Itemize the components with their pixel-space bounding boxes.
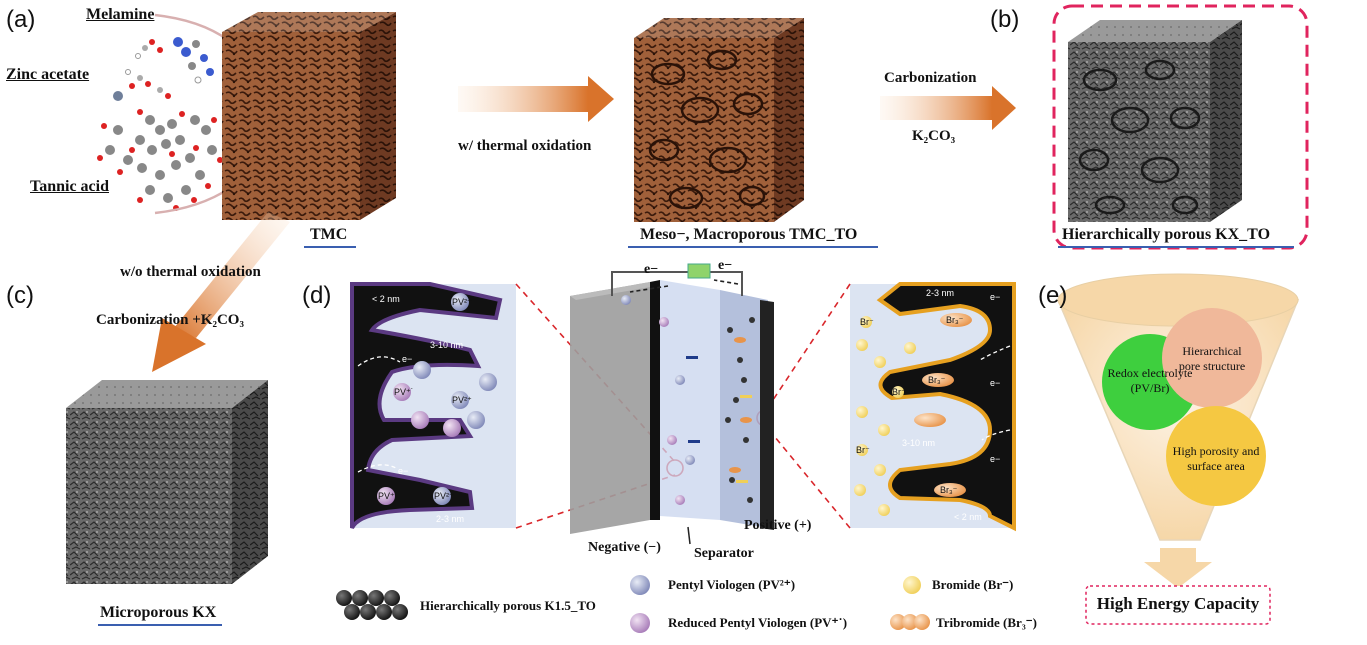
tannic-acid-molecules-icon xyxy=(97,109,223,211)
carbonization-k2co3-label: Carbonization +K₂CO₃ xyxy=(96,312,244,328)
redox-circle-label: Redox electrolyte (PV/Br) xyxy=(1107,366,1193,395)
melamine-molecules-icon xyxy=(135,37,214,84)
left-pvr-2: PV⁺˙ xyxy=(378,491,398,501)
carbonization-label-a: Carbonization xyxy=(884,70,977,86)
legend-pv2: Pentyl Viologen (PV²⁺) xyxy=(668,577,796,592)
legend-hierarchical: Hierarchically porous K1.5_TO xyxy=(420,598,596,613)
cell-electron-left: e− xyxy=(644,262,659,277)
kx-label: Microporous KX xyxy=(100,604,217,621)
left-inset-molecules xyxy=(377,293,497,505)
porosity-circle-label: High porosity and surface area xyxy=(1172,444,1260,473)
melamine-label: Melamine xyxy=(86,6,155,23)
zinc-acetate-molecules-icon xyxy=(113,69,171,101)
k2co3-label-a: K₂CO₃ xyxy=(912,128,956,144)
legend-tribromide: Tribromide (Br₃⁻) xyxy=(936,615,1037,630)
pore-circle xyxy=(1162,308,1262,408)
high-energy-capacity-label: High Energy Capacity xyxy=(1096,594,1260,613)
panel-label-e: (e) xyxy=(1038,282,1068,309)
right-inset-molecules xyxy=(854,313,972,516)
thermal-oxidation-arrow xyxy=(458,76,614,122)
panel-label-a: (a) xyxy=(6,6,36,33)
right-electron-3: e− xyxy=(990,454,1001,464)
right-electron-1: e− xyxy=(990,292,1001,302)
cell-diagram xyxy=(570,263,774,545)
left-pore-lt2: < 2 nm xyxy=(372,294,400,304)
no-oxidation-arrow xyxy=(152,212,290,372)
pv2-legend-icon xyxy=(630,575,650,595)
pore-circle-label: Hierarchical pore structure xyxy=(1178,344,1246,373)
left-pvr-1: PV⁺˙ xyxy=(394,387,414,397)
no-oxidation-label: w/o thermal oxidation xyxy=(120,264,261,280)
kx-cube xyxy=(66,380,268,584)
porosity-circle xyxy=(1166,406,1266,506)
tmc-cube xyxy=(222,12,396,220)
right-br-1: Br⁻ xyxy=(860,317,874,327)
right-electron-2: e− xyxy=(990,378,1001,388)
panel-label-d: (d) xyxy=(302,282,332,309)
tmc-label: TMC xyxy=(310,226,348,243)
right-br3-2: Br₃⁻ xyxy=(928,375,946,385)
right-pore-3-10: 3-10 nm xyxy=(902,438,936,448)
right-pore-2-3: 2-3 nm xyxy=(926,288,955,298)
left-electron-2: e− xyxy=(398,466,409,476)
left-pv2-1: PV²⁺ xyxy=(452,297,472,307)
left-electron-1: e− xyxy=(402,354,413,364)
right-br3-3: Br₃⁻ xyxy=(940,485,958,495)
positive-electrode-label: Positive (+) xyxy=(744,518,812,533)
tribromide-legend-icon xyxy=(890,614,930,630)
legend-pvr: Reduced Pentyl Viologen (PV⁺˙) xyxy=(668,615,848,630)
tmc-to-cube xyxy=(634,18,804,222)
separator-label: Separator xyxy=(694,546,754,561)
kx-to-highlight-frame xyxy=(1052,4,1309,250)
left-pore-3-10: 3-10 nm xyxy=(430,340,464,350)
right-br3-1: Br₃⁻ xyxy=(946,315,964,325)
thermal-oxidation-label: w/ thermal oxidation xyxy=(458,138,592,154)
carbon-balls-legend-icon xyxy=(336,590,408,620)
right-pore-lt2: < 2 nm xyxy=(954,512,982,522)
kx-to-label: Hierarchically porous KX_TO xyxy=(1062,226,1271,243)
right-br-3: Br⁻ xyxy=(856,445,870,455)
down-arrow-icon xyxy=(1144,548,1212,588)
negative-electrode-label: Negative (−) xyxy=(588,540,661,555)
kx-to-cube xyxy=(1068,20,1242,222)
right-br-2: Br⁻ xyxy=(892,387,906,397)
bromide-legend-icon xyxy=(903,576,921,594)
left-pore-2-3: 2-3 nm xyxy=(436,514,465,524)
left-pv2-2: PV²⁺ xyxy=(452,395,472,405)
tannic-acid-label: Tannic acid xyxy=(30,178,109,195)
result-box xyxy=(1085,585,1271,625)
panel-label-b: (b) xyxy=(990,6,1020,33)
legend-bromide: Bromide (Br⁻) xyxy=(932,577,1014,592)
left-inset-pores xyxy=(350,282,503,530)
pvr-legend-icon xyxy=(630,613,650,633)
zinc-acetate-label: Zinc acetate xyxy=(6,66,90,83)
left-pv2-3: PV²⁺ xyxy=(434,491,454,501)
tmc-to-label: Meso−, Macroporous TMC_TO xyxy=(640,226,858,243)
right-inset-pores xyxy=(876,282,1016,532)
panel-label-c: (c) xyxy=(6,282,34,309)
carbonization-arrow xyxy=(880,86,1016,130)
cell-electron-right: e− xyxy=(718,258,733,273)
